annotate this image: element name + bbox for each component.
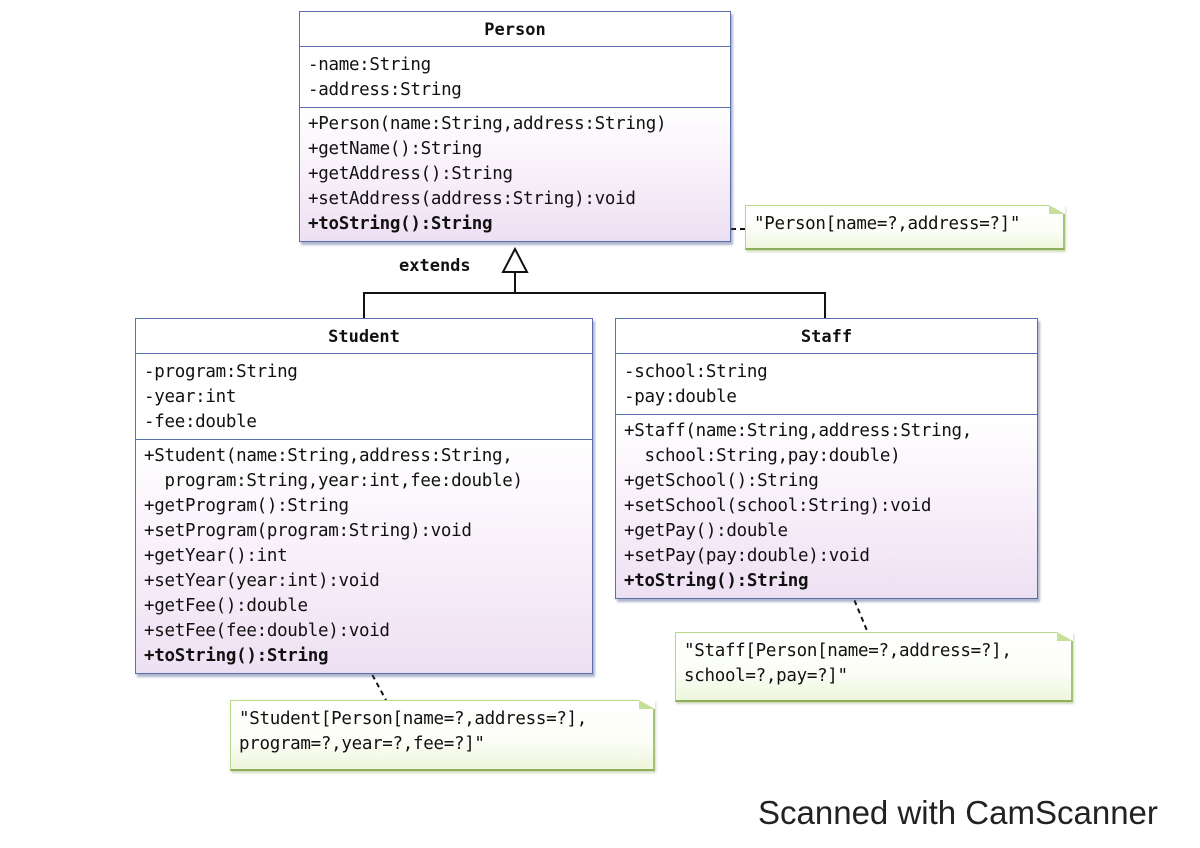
operation: +Student(name:String,address:String, <box>144 446 513 466</box>
operations-compartment: +Student(name:String,address:String, pro… <box>136 440 592 673</box>
operation: +getProgram():String <box>144 496 349 516</box>
class-name: Student <box>136 319 592 354</box>
inheritance-line <box>363 292 826 318</box>
note-fold-icon <box>1057 632 1073 641</box>
note-fold-icon <box>639 700 655 709</box>
operation-tostring: +toString():String <box>308 214 493 234</box>
staff-note-link <box>850 591 869 634</box>
operation: +setYear(year:int):void <box>144 571 380 591</box>
operation: program:String,year:int,fee:double) <box>144 471 523 491</box>
operation: school:String,pay:double) <box>624 446 901 466</box>
attribute: -name:String <box>308 55 431 75</box>
note-text: program=?,year=?,fee=?]" <box>239 734 485 754</box>
attributes-compartment: -name:String -address:String <box>300 47 730 108</box>
student-note-link <box>367 666 387 701</box>
attribute: -address:String <box>308 80 462 100</box>
operation: +getSchool():String <box>624 471 819 491</box>
attribute: -school:String <box>624 362 768 382</box>
note-fold-icon <box>1049 205 1065 214</box>
attribute: -pay:double <box>624 387 737 407</box>
class-person: Person -name:String -address:String +Per… <box>299 11 731 242</box>
operation-tostring: +toString():String <box>624 571 809 591</box>
attribute: -program:String <box>144 362 298 382</box>
class-staff: Staff -school:String -pay:double +Staff(… <box>615 318 1038 599</box>
note-person-tostring: "Person[name=?,address=?]" <box>745 205 1065 250</box>
note-student-tostring: "Student[Person[name=?,address=?], progr… <box>230 700 655 771</box>
operations-compartment: +Staff(name:String,address:String, schoo… <box>616 415 1037 598</box>
operation: +setProgram(program:String):void <box>144 521 472 541</box>
operation: +getAddress():String <box>308 164 513 184</box>
class-student: Student -program:String -year:int -fee:d… <box>135 318 593 674</box>
operation-tostring: +toString():String <box>144 646 329 666</box>
operation: +setSchool(school:String):void <box>624 496 932 516</box>
operation: +Person(name:String,address:String) <box>308 114 667 134</box>
operation: +getYear():int <box>144 546 288 566</box>
attributes-compartment: -program:String -year:int -fee:double <box>136 354 592 440</box>
operation: +setFee(fee:double):void <box>144 621 390 641</box>
operation: +getFee():double <box>144 596 308 616</box>
class-name: Staff <box>616 319 1037 354</box>
attribute: -year:int <box>144 387 237 407</box>
note-text: "Staff[Person[name=?,address=?], <box>684 641 1012 661</box>
note-text: "Student[Person[name=?,address=?], <box>239 709 588 729</box>
note-text: "Person[name=?,address=?]" <box>754 214 1021 234</box>
operation: +setAddress(address:String):void <box>308 189 636 209</box>
operations-compartment: +Person(name:String,address:String) +get… <box>300 108 730 241</box>
class-name: Person <box>300 12 730 47</box>
operation: +getName():String <box>308 139 483 159</box>
note-staff-tostring: "Staff[Person[name=?,address=?], school=… <box>675 632 1073 702</box>
operation: +getPay():double <box>624 521 788 541</box>
generalization-arrow-icon <box>501 246 529 273</box>
operation: +Staff(name:String,address:String, <box>624 421 973 441</box>
attribute: -fee:double <box>144 412 257 432</box>
operation: +setPay(pay:double):void <box>624 546 870 566</box>
note-text: school=?,pay=?]" <box>684 666 848 686</box>
extends-label: extends <box>399 256 471 276</box>
watermark: Scanned with CamScanner <box>758 794 1158 831</box>
attributes-compartment: -school:String -pay:double <box>616 354 1037 415</box>
